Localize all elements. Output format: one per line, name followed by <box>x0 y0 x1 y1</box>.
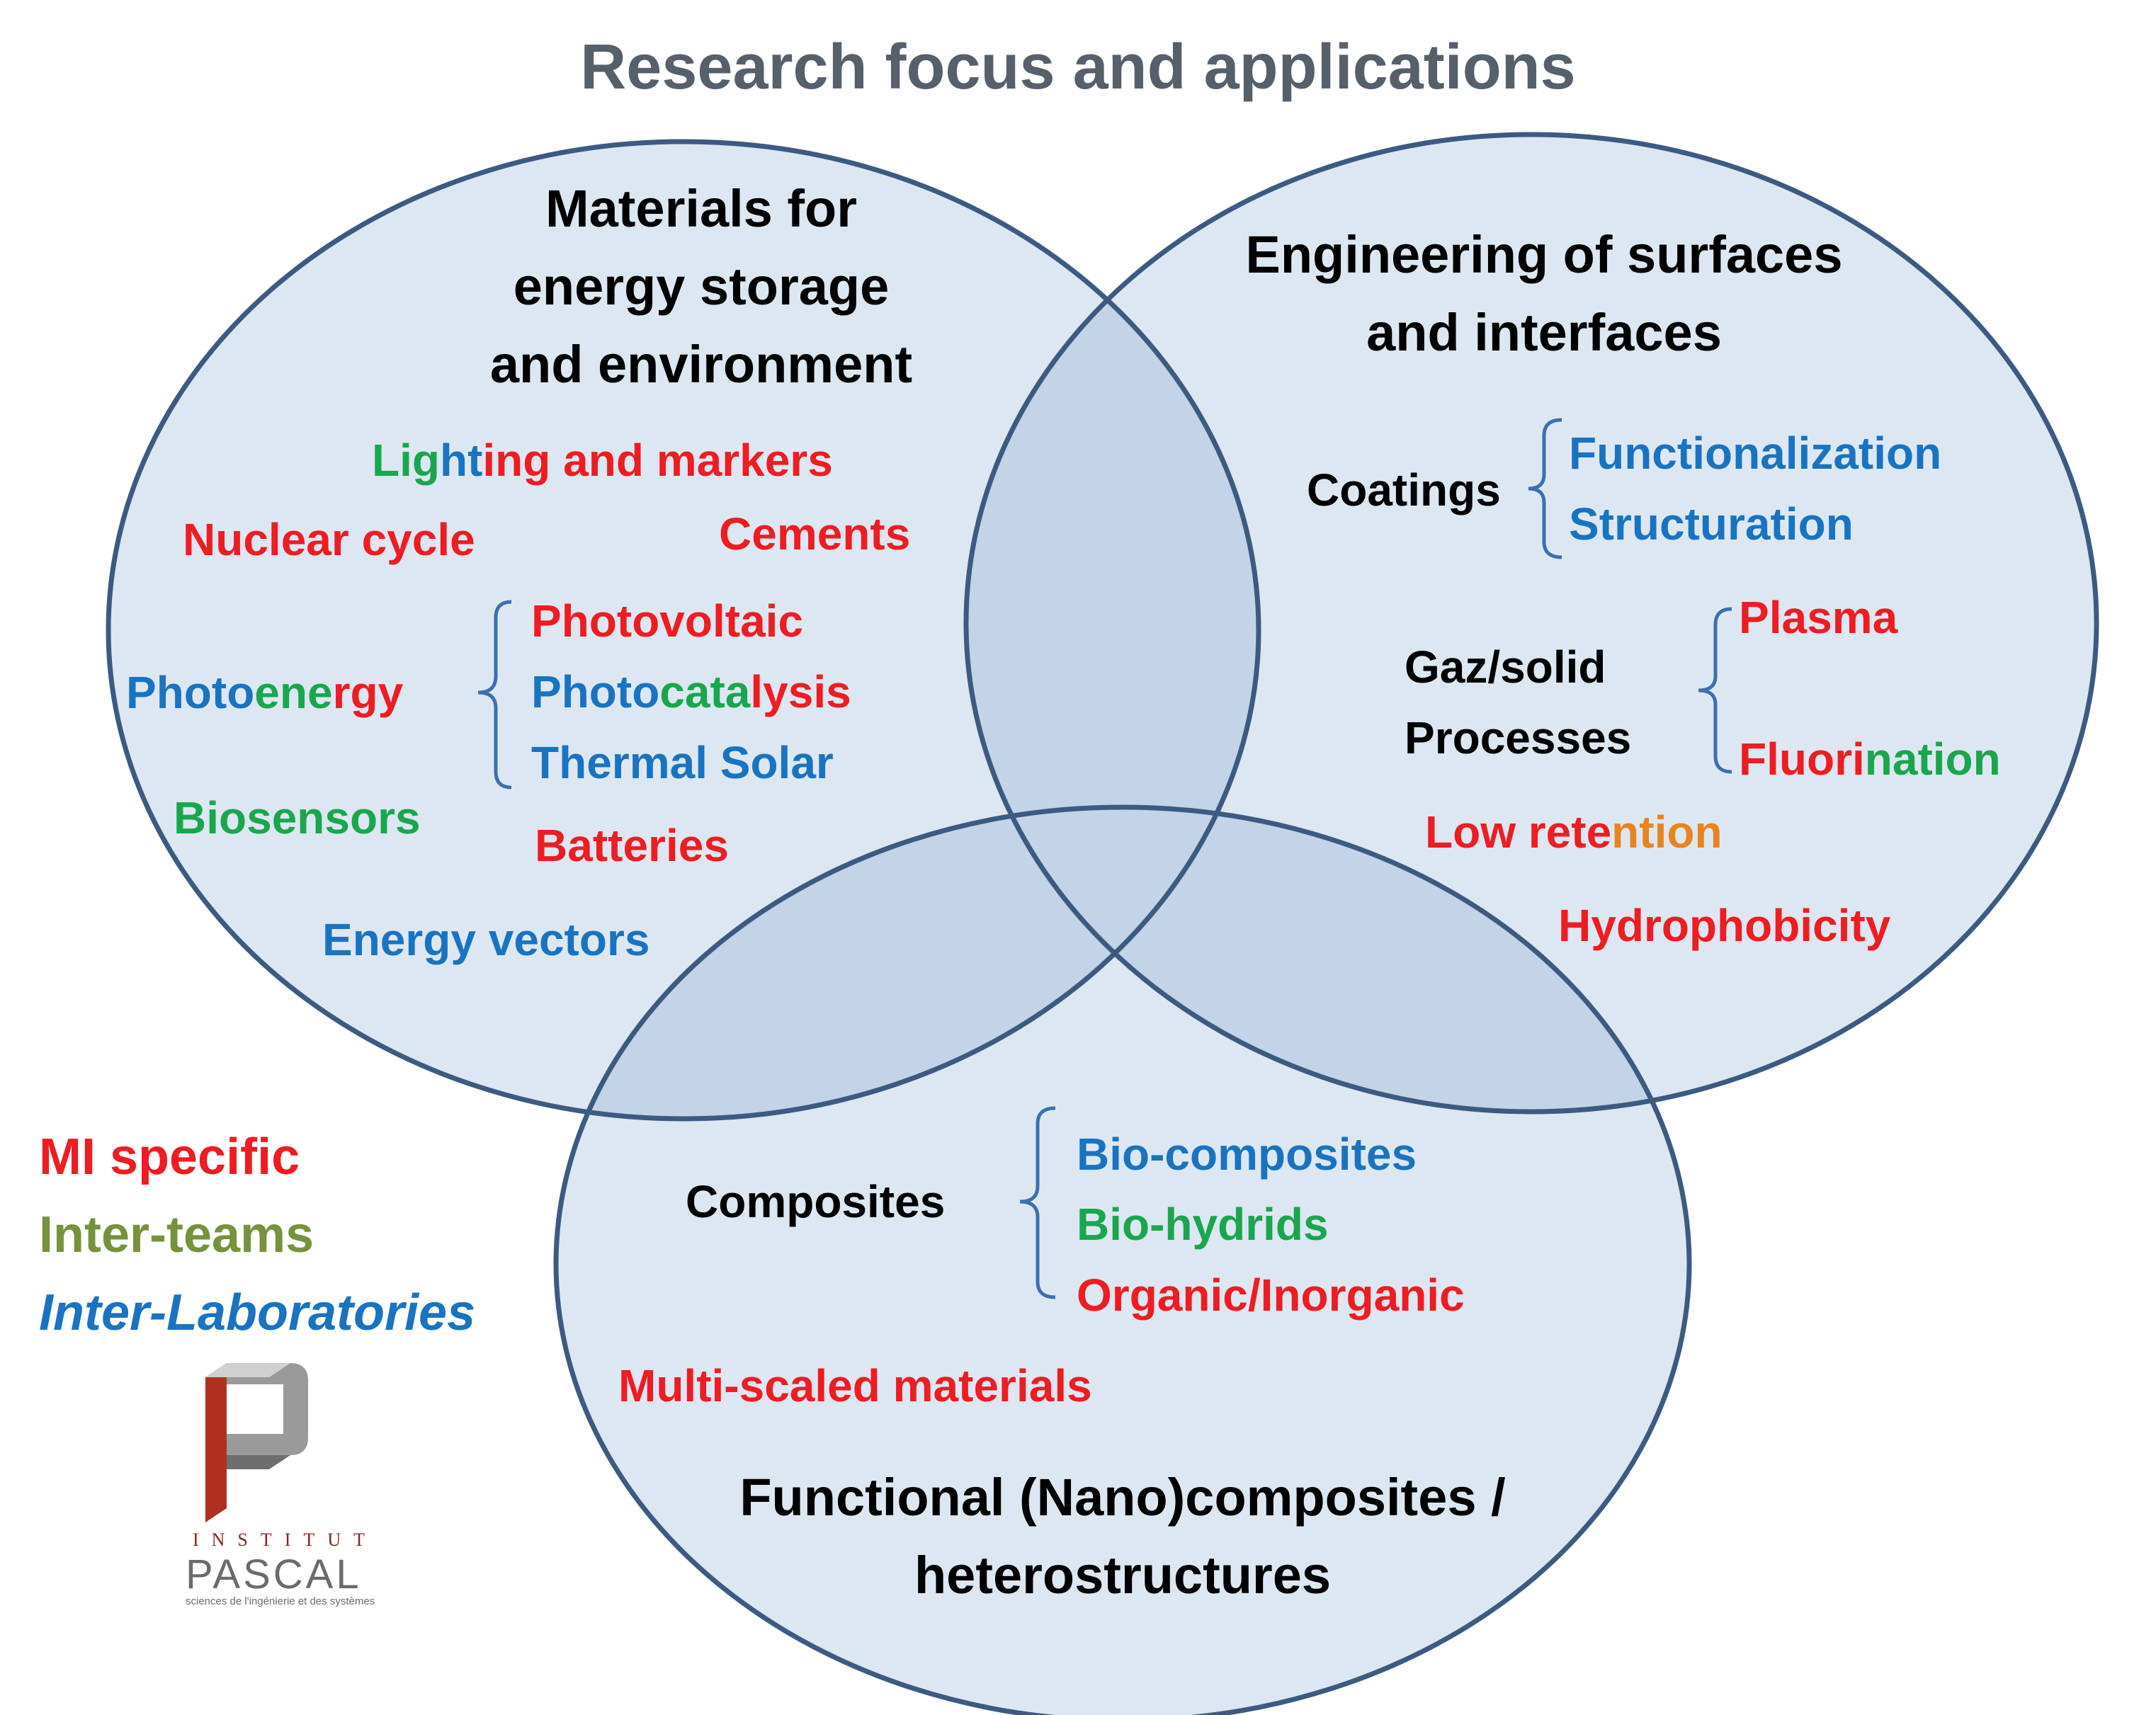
item-plasma: Plasma <box>1739 592 1898 643</box>
legend-mi-specific: MI specific <box>39 1129 300 1185</box>
brace-gaz-solid <box>1698 607 1732 774</box>
item-gaz-solid: Gaz/solid Processes <box>1405 644 1631 760</box>
legend-inter-laboratories: Inter-Laboratories <box>39 1284 476 1341</box>
item-cements: Cements <box>719 508 911 559</box>
circle-outlines <box>106 132 2099 1715</box>
heading-composites-line-2: heterostructures <box>914 1546 1332 1605</box>
item-hydrophobicity: Hydrophobicity <box>1558 900 1891 951</box>
heading-composites: Functional (Nano)composites / heterostru… <box>680 1459 1565 1614</box>
item-photocatalysis: Photocatalysis <box>531 666 851 717</box>
item-bio-hydrids: Bio-hydrids <box>1077 1199 1329 1250</box>
logo-pascal-text: PASCAL <box>186 1551 362 1597</box>
heading-energy-line-1: Materials for <box>545 179 858 238</box>
item-gaz-solid-line-1: Gaz/solid <box>1405 642 1606 693</box>
item-energy-vectors: Energy vectors <box>322 914 650 965</box>
item-thermal-solar: Thermal Solar <box>531 737 834 788</box>
item-gaz-solid-line-2: Processes <box>1405 712 1632 763</box>
item-photovoltaic: Photovoltaic <box>531 596 804 646</box>
item-bio-composites: Bio-composites <box>1077 1129 1417 1180</box>
logo-tagline: sciences de l'ingénierie et des systèmes <box>186 1595 375 1607</box>
heading-composites-line-1: Functional (Nano)composites / <box>739 1468 1506 1527</box>
item-fluorination: Fluorination <box>1739 734 2001 785</box>
item-low-retention: Low retention <box>1425 807 1723 858</box>
heading-energy-line-2: energy storage <box>513 257 890 316</box>
item-composites: Composites <box>686 1176 946 1227</box>
brace-composites <box>1019 1106 1056 1299</box>
item-biosensors: Biosensors <box>174 792 421 843</box>
institut-pascal-logo-icon <box>205 1363 308 1522</box>
legend-inter-teams: Inter-teams <box>39 1207 314 1263</box>
item-structuration: Structuration <box>1569 498 1854 549</box>
item-photoenergy: Photoenergy <box>126 667 404 718</box>
item-lighting: Lighting and markers <box>372 435 833 486</box>
logo-institut-text: INSTITUT <box>193 1529 378 1550</box>
item-batteries: Batteries <box>535 820 729 871</box>
brace-photoenergy <box>477 600 512 790</box>
heading-surfaces-line-2: and interfaces <box>1366 303 1722 362</box>
braces <box>477 418 1732 1299</box>
item-functionalization: Functionalization <box>1569 428 1942 479</box>
item-multi-scaled: Multi-scaled materials <box>618 1360 1092 1411</box>
heading-surfaces: Engineering of surfaces and interfaces <box>1204 216 1884 372</box>
brace-coatings <box>1528 418 1562 559</box>
heading-energy: Materials for energy storage and environ… <box>453 170 949 404</box>
diagram-title: Research focus and applications <box>580 32 1576 103</box>
item-organic-inorganic: Organic/Inorganic <box>1077 1270 1465 1321</box>
item-coatings: Coatings <box>1307 465 1501 515</box>
heading-surfaces-line-1: Engineering of surfaces <box>1245 225 1843 284</box>
item-nuclear-cycle: Nuclear cycle <box>183 514 475 565</box>
heading-energy-line-3: and environment <box>489 335 913 394</box>
